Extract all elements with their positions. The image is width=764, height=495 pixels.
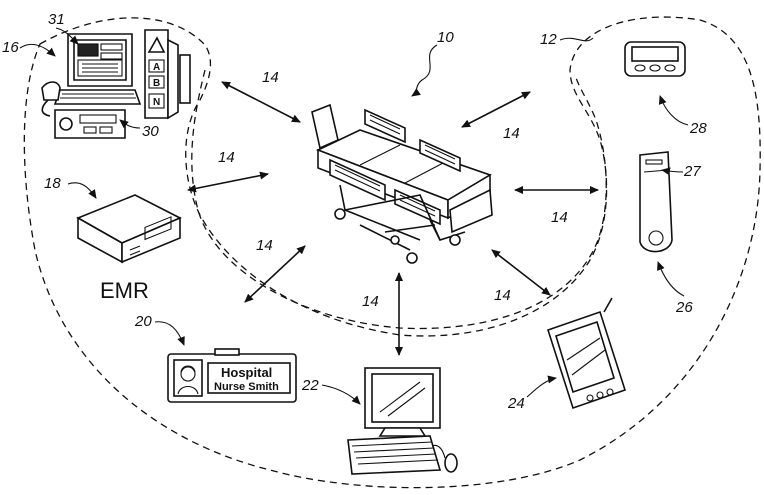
ref-14-pager: 14 [503,125,520,142]
keypad-letter-b: B [153,78,160,89]
ref-24: 24 [507,395,525,412]
arrow-bed-pager [462,92,530,127]
keypad-letter-n: N [153,97,160,108]
arrow-bed-workstation [222,82,300,122]
workstation-icon [42,30,190,138]
pda-icon [548,298,625,408]
badge-line-2: Nurse Smith [214,381,279,393]
ref-20: 20 [134,313,152,330]
pager-icon [625,42,685,76]
ref-14-emr: 14 [218,149,235,166]
ref-14-phone: 14 [551,209,568,226]
desktop-computer-icon [348,368,457,474]
ref-27: 27 [683,163,701,180]
leader-28 [660,96,688,125]
ref-28: 28 [689,120,707,137]
leader-18 [68,183,96,198]
arrow-bed-badge [245,246,305,302]
hospital-bed-icon [312,105,492,263]
ref-12: 12 [540,31,557,48]
leader-10 [412,45,437,96]
phone-handset-icon [640,152,672,252]
ref-30: 30 [142,123,159,140]
leader-24 [527,378,556,397]
leader-22 [322,385,360,404]
ref-14-desktop: 14 [362,293,379,310]
ref-26: 26 [675,299,693,316]
leader-20 [155,322,184,345]
server-box-icon [78,195,180,262]
ref-18: 18 [44,175,61,192]
ref-22: 22 [301,377,319,394]
keypad-letter-a: A [153,62,160,73]
ref-14-pda: 14 [494,287,511,304]
badge-line-1: Hospital [221,365,272,380]
ref-10: 10 [437,29,454,46]
ref-14-workstation: 14 [262,69,279,86]
ref-16: 16 [2,39,19,56]
ref-31: 31 [48,11,65,28]
arrow-bed-emr [188,174,268,190]
leader-26 [658,262,684,296]
ref-14-badge: 14 [256,237,273,254]
emr-label: EMR [100,278,149,303]
leader-16 [20,44,55,56]
